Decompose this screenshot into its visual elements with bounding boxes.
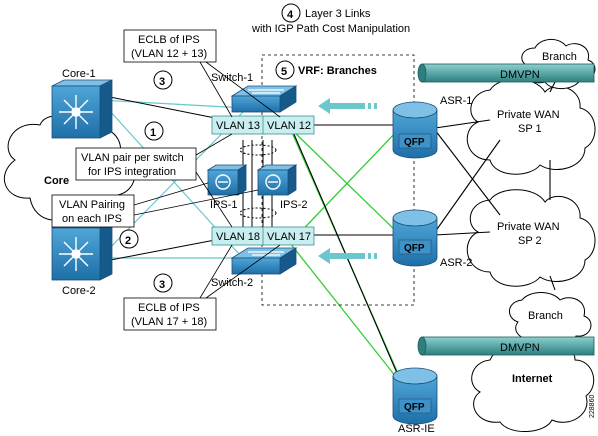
branch-top-label: Branch — [542, 51, 577, 63]
svg-text:1: 1 — [150, 127, 156, 139]
ips-2-label: IPS-2 — [280, 199, 308, 211]
callout-3-bottom: 3 — [153, 273, 173, 293]
dmvpn-top-label: DMVPN — [500, 69, 540, 81]
core-1-switch — [51, 79, 113, 139]
asr-2-qfp-label: QFP — [404, 243, 425, 254]
ips-1 — [206, 164, 248, 196]
dmvpn-bottom-label: DMVPN — [500, 342, 540, 354]
vlan-pair-box: VLAN pair per switch for IPS integration — [75, 133, 233, 228]
internet-label: Internet — [512, 373, 553, 385]
vlan-13-label: VLAN 13 — [216, 120, 260, 132]
switch-2 — [230, 247, 298, 275]
branch-bottom-label: Branch — [528, 310, 563, 322]
ips-1-label: IPS-1 — [210, 199, 238, 211]
figure-id: 228860 — [589, 395, 596, 418]
branch-cloud-bottom — [509, 292, 592, 345]
private-wan-1-line1: Private WAN — [497, 109, 560, 121]
switch-1 — [230, 85, 298, 113]
core-1-label: Core-1 — [62, 68, 96, 80]
callout-1: 1 — [144, 121, 164, 141]
private-wan-1-line2: SP 1 — [518, 123, 542, 135]
asr-2-label: ASR-2 — [440, 257, 472, 269]
dmvpn-bottom-pipe: DMVPN — [417, 336, 595, 356]
internet-cloud — [471, 341, 595, 433]
svg-text:2: 2 — [125, 235, 131, 247]
ips-2 — [256, 164, 298, 196]
asr-1-label: ASR-1 — [440, 95, 472, 107]
switch-2-label: Switch-2 — [211, 277, 253, 289]
svg-text:3: 3 — [159, 76, 165, 88]
layer3-line1: Layer 3 Links — [305, 8, 371, 20]
eclb-top-box: ECLB of IPS (VLAN 12 + 13) — [123, 29, 281, 118]
vlan-pair-line2: for IPS integration — [88, 166, 176, 178]
svg-text:5: 5 — [281, 66, 287, 78]
callout-2: 2 — [119, 229, 139, 249]
asr-ie-label: ASR-IE — [398, 423, 435, 435]
asr-2-router: QFP — [392, 209, 438, 267]
layer3-line2: with IGP Path Cost Manipulation — [251, 23, 410, 35]
vlan-pair-line1: VLAN pair per switch — [81, 152, 184, 164]
vlan-pairing-box: VLAN Pairing on each IPS — [51, 182, 259, 228]
eclb-bottom-box: ECLB of IPS (VLAN 17 + 18) — [123, 244, 281, 331]
asr-ie-qfp-label: QFP — [404, 402, 425, 413]
switch-1-label: Switch-1 — [211, 72, 253, 84]
vlan-18-label: VLAN 18 — [216, 231, 260, 243]
callout-4: 4 — [281, 3, 301, 23]
core-cloud-label: Core — [44, 175, 69, 187]
private-wan-2-line2: SP 2 — [518, 235, 542, 247]
eclb-top-line2: (VLAN 12 + 13) — [131, 48, 207, 60]
dmvpn-top-pipe: DMVPN — [417, 63, 595, 83]
vlan-box-bottom: VLAN 18 VLAN 17 — [211, 226, 315, 246]
vlan-12-label: VLAN 12 — [267, 120, 311, 132]
core-2-label: Core-2 — [62, 285, 96, 297]
left-arrow-top — [318, 98, 377, 114]
asr-1-qfp-label: QFP — [404, 137, 425, 148]
eclb-bottom-line2: (VLAN 17 + 18) — [131, 316, 207, 328]
eclb-top-line1: ECLB of IPS — [138, 34, 200, 46]
vlan-pairing-line1: VLAN Pairing — [59, 199, 125, 211]
private-wan-sp1-cloud — [466, 78, 596, 175]
callout-3-top: 3 — [153, 70, 173, 90]
asr-ie-router: QFP — [392, 367, 438, 425]
vlan-17-label: VLAN 17 — [267, 231, 311, 243]
asr-1-router: QFP — [392, 101, 438, 159]
eclb-bottom-line1: ECLB of IPS — [138, 302, 200, 314]
ips-link-ellipses — [239, 144, 277, 219]
core-black-links — [99, 94, 216, 263]
svg-text:4: 4 — [287, 9, 294, 21]
vrf-branches-label: VRF: Branches — [298, 65, 377, 77]
core-2-switch — [51, 221, 113, 281]
callout-5: 5 — [275, 60, 295, 80]
private-wan-2-line1: Private WAN — [497, 221, 560, 233]
vlan-box-top: VLAN 13 VLAN 12 — [211, 115, 315, 135]
vlan-pairing-line2: on each IPS — [62, 213, 122, 225]
svg-text:3: 3 — [159, 279, 165, 291]
left-arrow-bottom — [318, 248, 377, 264]
